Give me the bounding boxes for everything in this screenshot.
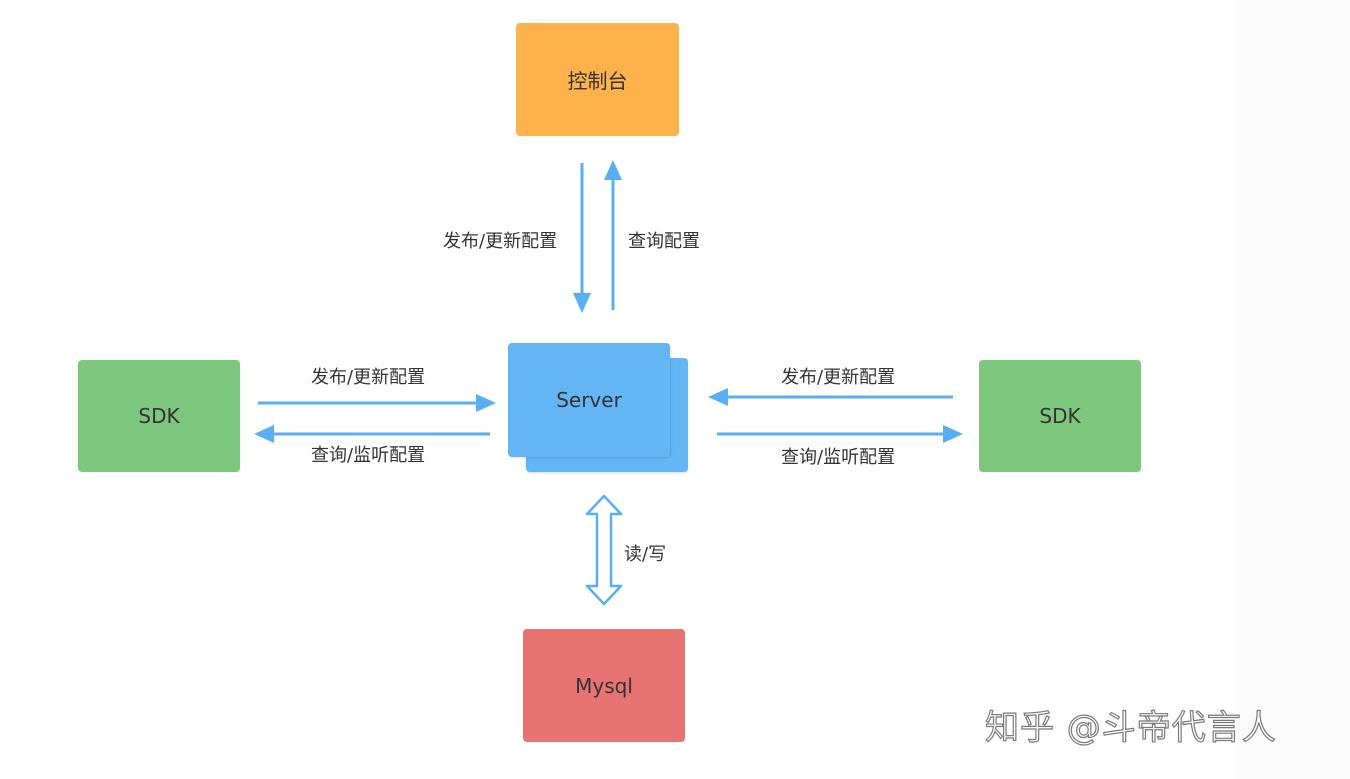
mysql-label: Mysql	[575, 673, 633, 698]
edge-label-right-publish: 发布/更新配置	[781, 367, 896, 388]
server-label: Server	[556, 388, 622, 412]
arrowhead-down	[573, 293, 591, 313]
arrowhead-left-right-side	[708, 388, 728, 406]
edge-label-left-publish: 发布/更新配置	[311, 367, 426, 388]
background-strip	[1236, 0, 1350, 779]
arrowhead-left	[254, 425, 274, 443]
sdk-left-label: SDK	[138, 404, 180, 428]
watermark: 知乎 @斗帝代言人	[984, 707, 1277, 748]
edge-label-db-rw: 读/写	[624, 544, 667, 565]
edge-label-console-publish: 发布/更新配置	[443, 231, 558, 252]
edge-label-right-query: 查询/监听配置	[781, 447, 896, 468]
arrowhead-right	[476, 394, 496, 412]
sdk-left-node: SDK	[78, 360, 240, 472]
arrowhead-up	[604, 160, 622, 180]
edge-label-console-query: 查询配置	[628, 231, 700, 252]
console-node: 控制台	[516, 23, 679, 136]
console-label: 控制台	[567, 69, 628, 93]
edge-label-left-query: 查询/监听配置	[311, 445, 426, 466]
mysql-node: Mysql	[523, 629, 685, 742]
server-node: Server	[508, 343, 670, 457]
double-arrow-server-mysql	[585, 494, 623, 606]
arrowhead-right-right-side	[943, 425, 963, 443]
sdk-right-node: SDK	[979, 360, 1141, 472]
sdk-right-label: SDK	[1039, 404, 1081, 428]
